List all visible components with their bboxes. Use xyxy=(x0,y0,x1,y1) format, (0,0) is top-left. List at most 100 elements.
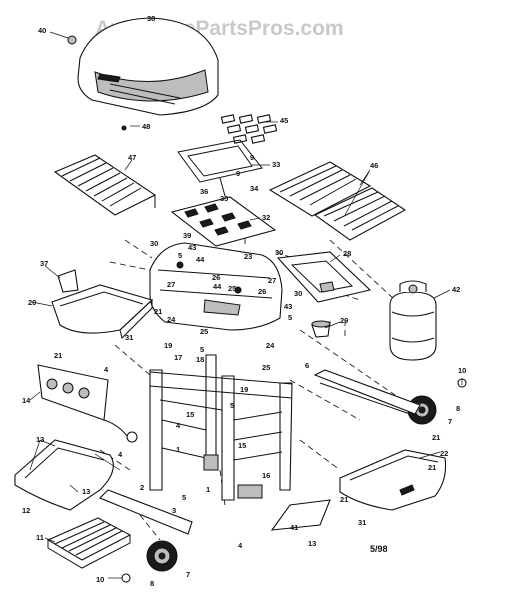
callout-4-lower: 4 xyxy=(118,450,123,459)
callout-19-right: 19 xyxy=(240,385,248,394)
callout-25: 25 xyxy=(228,284,236,293)
callout-36: 36 xyxy=(200,187,208,196)
callout-4: 4 xyxy=(104,365,109,374)
callout-26-right: 26 xyxy=(258,287,266,296)
burner xyxy=(177,139,263,197)
wheel-left xyxy=(121,540,178,583)
callout-23: 23 xyxy=(244,252,252,261)
callout-20: 20 xyxy=(28,298,36,307)
callout-45: 45 xyxy=(280,116,288,125)
warming-rack xyxy=(53,154,157,216)
callout-17: 17 xyxy=(174,353,182,362)
callout-5-lower: 5 xyxy=(288,313,292,322)
control-knob-icon xyxy=(62,382,74,394)
callout-3: 3 xyxy=(172,506,176,515)
callout-42: 42 xyxy=(452,285,460,294)
left-side-shelf xyxy=(51,284,154,339)
callout-14: 14 xyxy=(22,396,31,405)
vaporizer-bars xyxy=(220,114,278,144)
callout-5: 5 xyxy=(178,251,182,260)
grease-tray xyxy=(276,251,372,303)
wheel-right xyxy=(407,378,467,425)
control-knob-icon xyxy=(46,378,58,390)
callout-47: 47 xyxy=(128,153,136,162)
callout-39: 39 xyxy=(183,231,191,240)
callout-leaders xyxy=(29,31,463,579)
callout-15: 15 xyxy=(186,410,194,419)
storage-basket xyxy=(46,517,132,569)
callout-48: 48 xyxy=(142,122,150,131)
callout-33: 33 xyxy=(272,160,280,169)
callout-6: 6 xyxy=(305,361,309,370)
axle-bracket xyxy=(313,369,421,415)
assembly-guide-lines xyxy=(99,228,396,541)
heat-plate xyxy=(170,196,277,247)
callout-5-lower-left: 5 xyxy=(182,493,186,502)
date-code: 5/98 xyxy=(370,544,388,554)
callout-8: 8 xyxy=(150,579,154,588)
callout-38: 38 xyxy=(147,14,155,23)
cooking-grates xyxy=(268,161,407,241)
callout-32: 32 xyxy=(262,213,270,222)
callout-30: 30 xyxy=(150,239,158,248)
callout-30-right: 30 xyxy=(275,248,283,257)
callout-2: 2 xyxy=(140,483,144,492)
callout-24-right: 24 xyxy=(266,341,275,350)
callout-15-right: 15 xyxy=(238,441,246,450)
callout-22: 22 xyxy=(440,449,448,458)
callout-4-mid: 4 xyxy=(176,421,181,430)
callout-21-left: 21 xyxy=(54,351,62,360)
firebox xyxy=(149,242,283,331)
callout-10-right: 10 xyxy=(458,366,466,375)
callout-5-upper: 5 xyxy=(200,345,204,354)
callout-7-right: 7 xyxy=(448,417,452,426)
grill-lid xyxy=(67,17,219,131)
control-panel xyxy=(37,364,138,443)
callout-21: 21 xyxy=(154,307,162,316)
callout-31: 31 xyxy=(125,333,133,342)
callout-27-right: 27 xyxy=(268,276,276,285)
grease-cup xyxy=(311,320,331,338)
callout-12: 12 xyxy=(22,506,30,515)
control-knob-icon xyxy=(78,387,90,399)
callout-28: 28 xyxy=(343,249,351,258)
callout-44-lower: 44 xyxy=(213,282,222,291)
callout-8-right: 8 xyxy=(456,404,460,413)
callout-25-lower: 25 xyxy=(200,327,208,336)
bottom-shelf xyxy=(14,439,114,511)
callout-1-lower: 1 xyxy=(206,485,210,494)
callout-43: 43 xyxy=(188,243,196,252)
callout-37: 37 xyxy=(40,259,48,268)
callout-26: 26 xyxy=(212,273,220,282)
callout-16: 16 xyxy=(262,471,270,480)
callout-30-lower: 30 xyxy=(294,289,302,298)
callout-25-right: 25 xyxy=(262,363,270,372)
lower-panel xyxy=(270,499,331,531)
callout-31-bottom: 31 xyxy=(358,518,366,527)
callout-10: 10 xyxy=(96,575,104,584)
callout-4-bottom: 4 xyxy=(238,541,243,550)
callout-21-right: 21 xyxy=(432,433,440,442)
callout-18: 18 xyxy=(196,355,204,364)
callout-34: 34 xyxy=(250,184,259,193)
callout-41: 41 xyxy=(290,523,298,532)
callout-27: 27 xyxy=(167,280,175,289)
base-rail xyxy=(99,489,193,535)
callout-9-upper: 9 xyxy=(236,169,240,178)
callout-1: 1 xyxy=(176,445,180,454)
igniter-icon xyxy=(126,431,138,443)
callout-13-lower: 13 xyxy=(82,487,90,496)
callout-21-bottom: 21 xyxy=(340,495,348,504)
callout-9: 9 xyxy=(250,153,254,162)
callout-29: 29 xyxy=(340,316,348,325)
propane-tank xyxy=(389,280,437,361)
callout-24: 24 xyxy=(167,315,176,324)
callout-13-bottom: 13 xyxy=(308,539,316,548)
callout-43-lower: 43 xyxy=(284,302,292,311)
callout-35: 35 xyxy=(220,194,228,203)
callout-40: 40 xyxy=(38,26,46,35)
callout-11: 11 xyxy=(36,533,44,542)
callout-labels: 38 40 48 45 9 33 36 34 35 47 46 32 39 30… xyxy=(22,14,466,588)
